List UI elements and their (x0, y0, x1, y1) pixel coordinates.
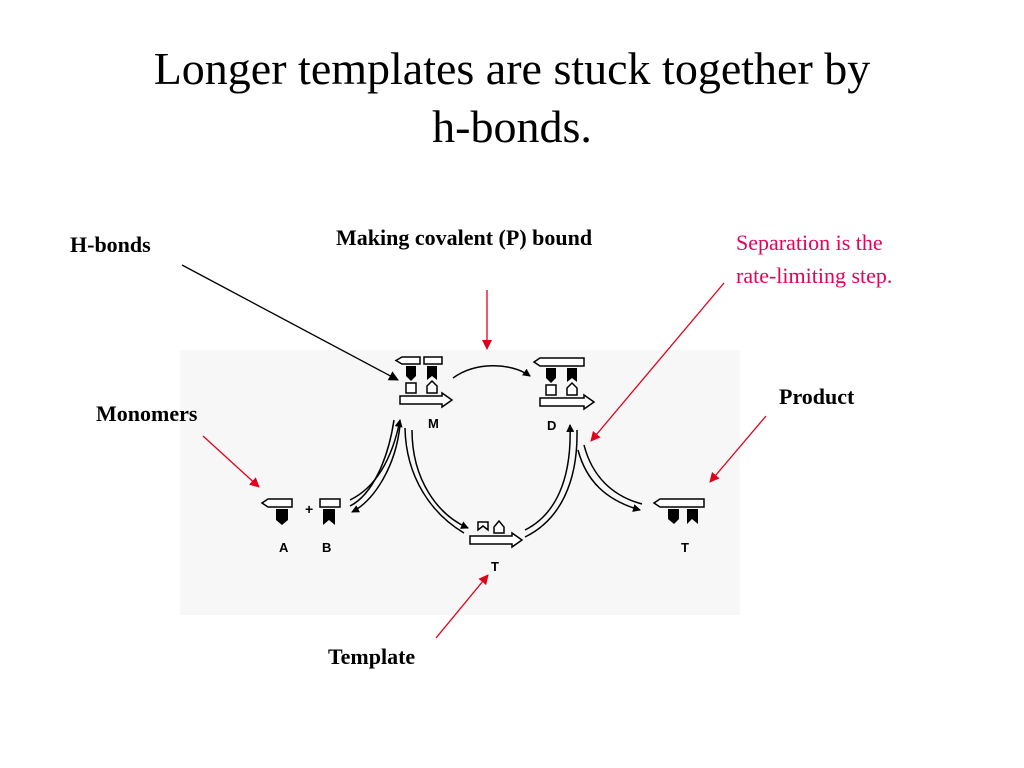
slide-title: Longer templates are stuck together by h… (0, 40, 1024, 156)
monomer-a: A (260, 498, 293, 555)
template-pointer (435, 574, 489, 639)
arrow-m-to-d (452, 365, 531, 379)
product-t: T (652, 498, 705, 555)
product-pointer (709, 415, 767, 483)
note-line-2: rate-limiting step. (736, 263, 893, 288)
arrow-m-to-ab-inner (349, 419, 395, 507)
rate-limiting-note: Separation is the rate-limiting step. (736, 226, 892, 292)
arrow-m-to-ab (351, 424, 401, 513)
monomers-label: Monomers (96, 401, 198, 426)
separation-pointer (590, 282, 725, 442)
note-line-1: Separation is the (736, 230, 883, 255)
species-d-label: D (547, 418, 556, 433)
diagram-panel (180, 350, 740, 615)
arrow-m-to-t (411, 429, 469, 529)
template-label: Template (328, 644, 416, 669)
species-m-label: M (428, 416, 439, 431)
template-t: T (469, 519, 524, 574)
species-t1-label: T (491, 559, 499, 574)
species-t2-label: T (681, 540, 689, 555)
monomers-pointer (202, 435, 260, 488)
reaction-arrows (349, 365, 643, 538)
title-line-1: Longer templates are stuck together by (153, 43, 871, 94)
complex-d: D (532, 357, 596, 433)
species-a-label: A (279, 540, 289, 555)
arrow-d-to-product (577, 449, 641, 512)
arrow-t-to-d-inner (524, 429, 578, 538)
monomer-b: B (319, 498, 341, 555)
hbonds-pointer (181, 264, 399, 381)
arrow-ab-to-m (349, 419, 403, 501)
making-covalent-label: Making covalent (P) bound (336, 225, 593, 250)
arrow-m-to-t-inner (404, 427, 465, 534)
title-line-2: h-bonds. (432, 101, 592, 152)
complex-m: M (394, 356, 454, 431)
species-b-label: B (322, 540, 331, 555)
hbonds-label: H-bonds (70, 232, 151, 257)
arrow-t-to-d (524, 424, 575, 531)
plus-sign: + (305, 501, 313, 517)
product-label: Product (779, 384, 855, 409)
arrow-d-to-product-inner (583, 444, 643, 505)
